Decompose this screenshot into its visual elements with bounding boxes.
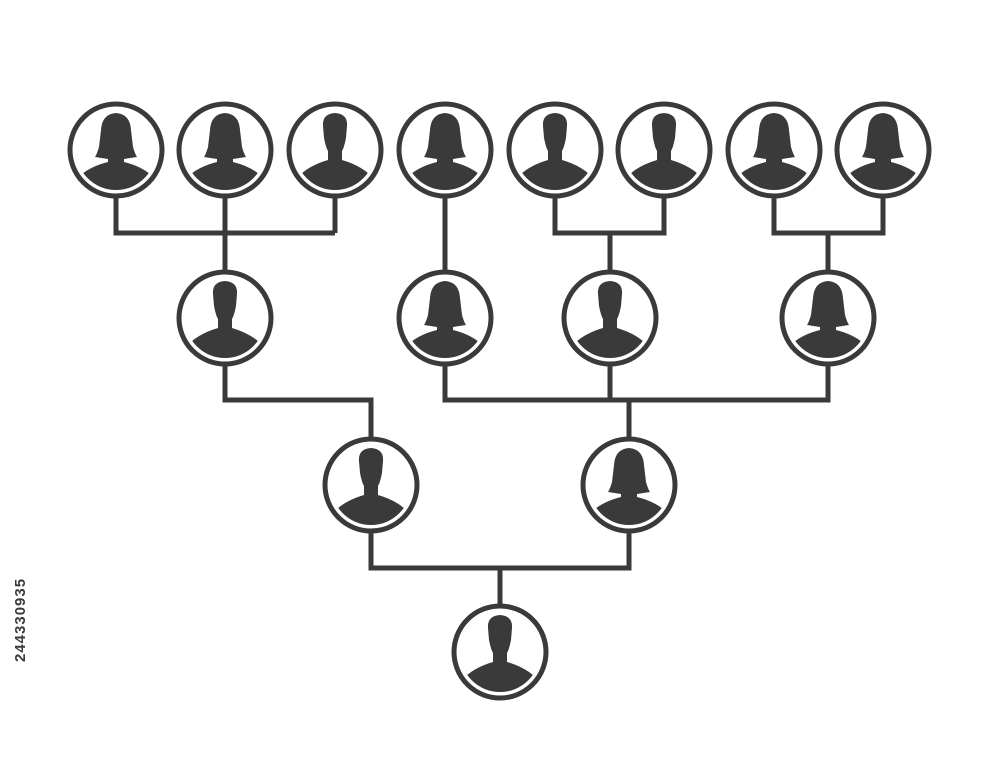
female-avatar-icon: [740, 113, 808, 190]
male-avatar-icon: [466, 615, 534, 692]
connector-line: [552, 196, 667, 272]
stock-id-label: 244330935: [12, 577, 29, 663]
connector-line: [368, 531, 632, 606]
connector-line: [442, 364, 831, 439]
male-avatar-icon: [576, 281, 644, 358]
male-avatar-icon: [301, 113, 369, 190]
person-node: [725, 101, 823, 199]
person-node: [506, 101, 604, 199]
female-avatar-icon: [191, 113, 259, 190]
male-avatar-icon: [630, 113, 698, 190]
connector-line: [771, 196, 886, 272]
person-node: [580, 436, 678, 534]
person-node: [396, 269, 494, 367]
connector-lines: [113, 196, 886, 606]
female-avatar-icon: [595, 448, 663, 525]
person-node: [176, 269, 274, 367]
person-node: [451, 603, 549, 701]
male-avatar-icon: [337, 448, 405, 525]
person-node: [396, 101, 494, 199]
connector-line: [222, 364, 374, 439]
person-node: [176, 101, 274, 199]
person-node: [286, 101, 384, 199]
female-avatar-icon: [411, 281, 479, 358]
female-avatar-icon: [794, 281, 862, 358]
person-nodes: [67, 101, 932, 701]
person-node: [67, 101, 165, 199]
person-node: [615, 101, 713, 199]
person-node: [779, 269, 877, 367]
person-node: [561, 269, 659, 367]
female-avatar-icon: [82, 113, 150, 190]
connector-line: [113, 196, 338, 272]
person-node: [834, 101, 932, 199]
male-avatar-icon: [191, 281, 259, 358]
male-avatar-icon: [521, 113, 589, 190]
female-avatar-icon: [849, 113, 917, 190]
female-avatar-icon: [411, 113, 479, 190]
person-node: [322, 436, 420, 534]
